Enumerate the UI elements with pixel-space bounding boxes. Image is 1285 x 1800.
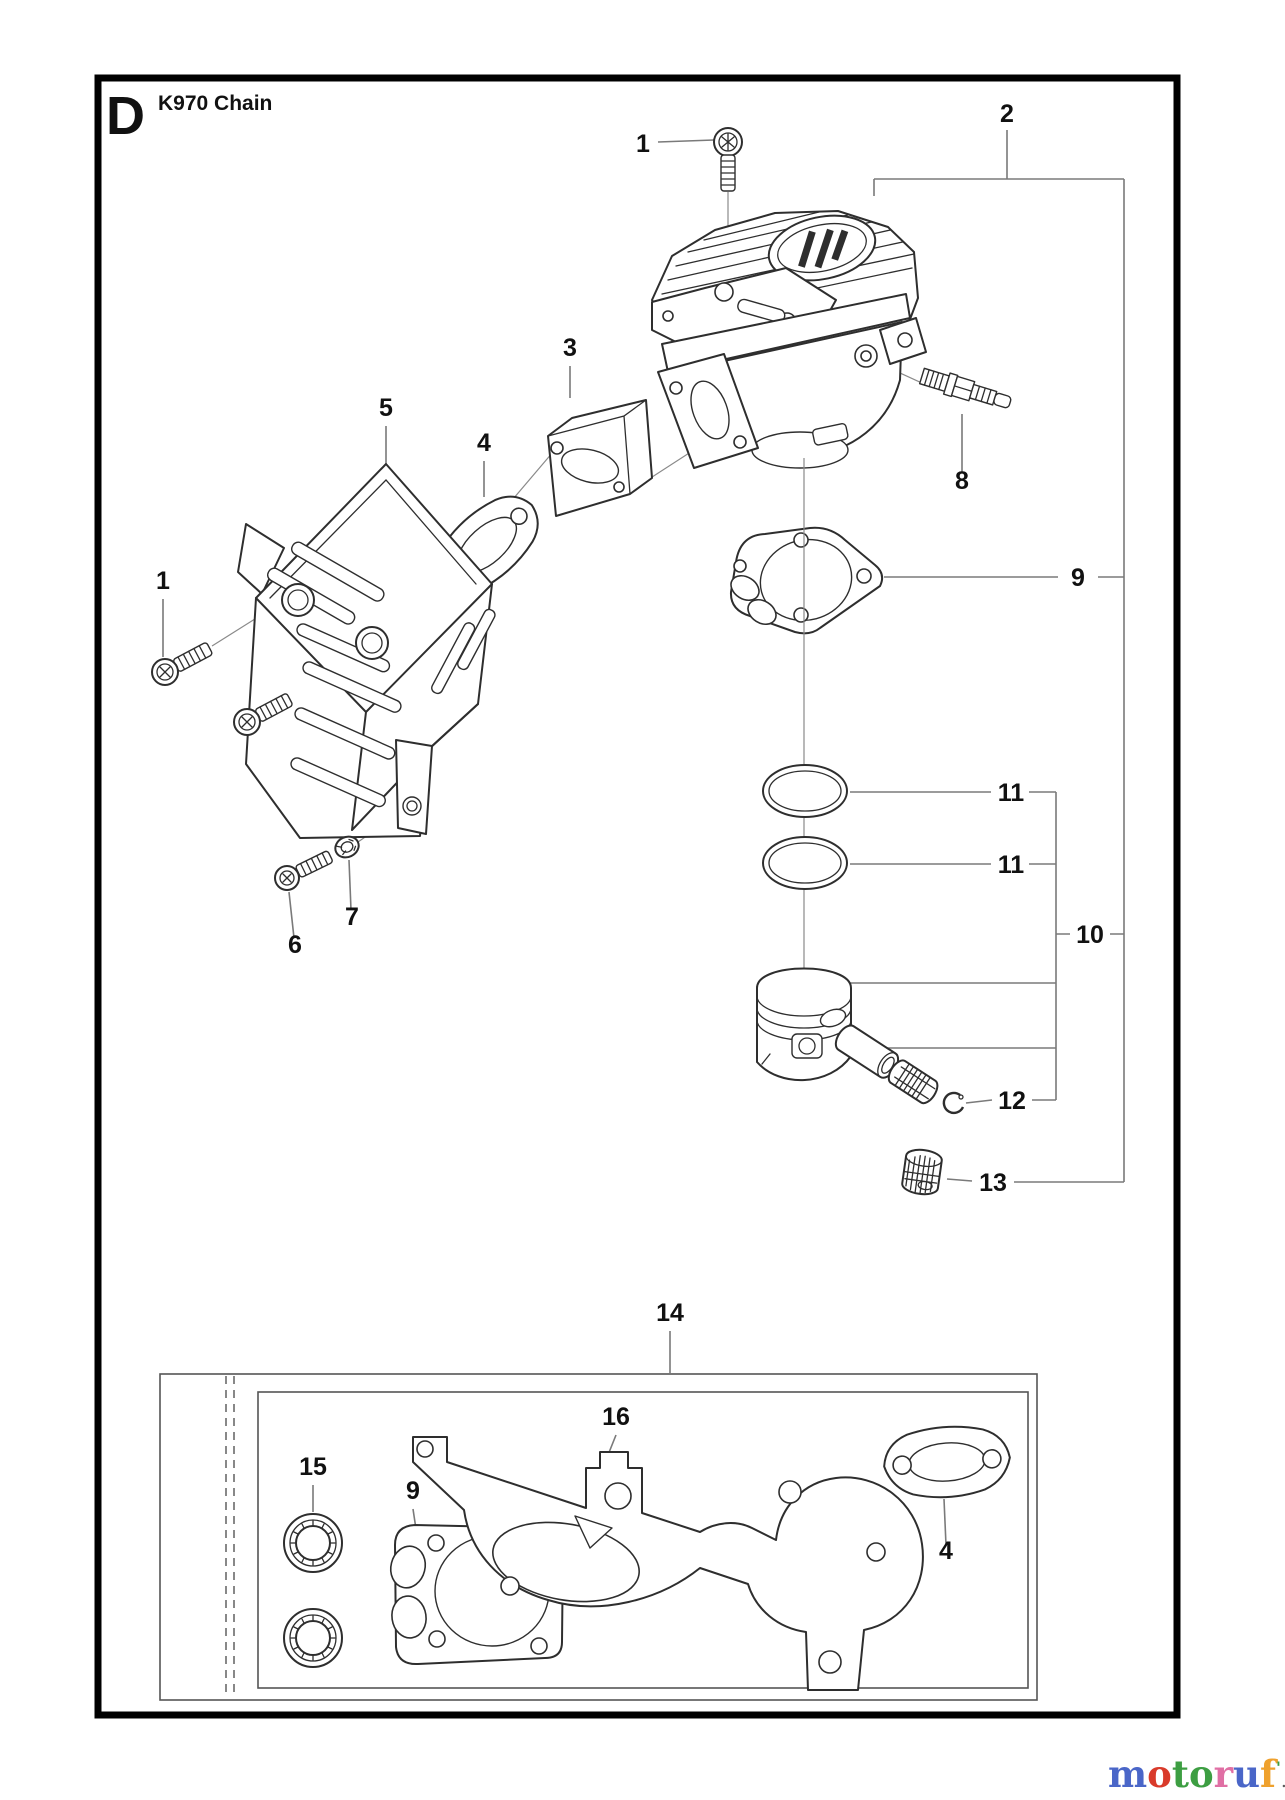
part-label-7: 7 <box>345 903 359 931</box>
kit-crankcase-gasket-drawing <box>412 1436 924 1691</box>
part-label-4: 4 <box>477 429 491 457</box>
part-label-13: 13 <box>979 1169 1007 1197</box>
piston-drawing <box>756 967 852 1081</box>
part-label-11-lower: 11 <box>998 851 1025 879</box>
part-label-6: 6 <box>288 931 302 959</box>
part-label-8: 8 <box>955 467 969 495</box>
brand-emblem <box>767 214 877 282</box>
watermark-letter: f <box>1260 1752 1276 1796</box>
cylinder-drawing <box>651 210 927 469</box>
part-label-11-upper: 11 <box>998 779 1025 807</box>
part-label-10: 10 <box>1076 921 1104 949</box>
page-title: K970 Chain <box>158 92 272 115</box>
needle-bearing-drawing <box>901 1148 943 1196</box>
bracket-screw-drawing <box>274 850 333 891</box>
seals-drawing <box>283 1513 343 1668</box>
part-label-1-muffler: 1 <box>156 567 170 595</box>
part-label-9: 9 <box>1071 564 1085 592</box>
watermark-letter: u <box>1233 1752 1261 1796</box>
part-label-5: 5 <box>379 394 393 422</box>
muffler-screws-drawing <box>151 642 360 891</box>
watermark-logo: motoruf'.de <box>1108 1752 1285 1796</box>
watermark-letter: o <box>1188 1752 1214 1796</box>
part-label-2: 2 <box>1000 100 1014 128</box>
watermark-letter: o <box>1147 1752 1172 1796</box>
watermark-tick: ' <box>1275 1758 1281 1777</box>
watermark-letter: m <box>1108 1752 1148 1796</box>
part-label-3: 3 <box>563 334 577 362</box>
gasket-kit-box <box>159 1373 1038 1701</box>
cylinder-screw-drawing <box>713 127 743 192</box>
watermark-suffix: .de <box>1281 1770 1285 1792</box>
part-label-1-top: 1 <box>636 130 650 158</box>
washer-drawing <box>334 835 360 859</box>
muffler-plate-drawing <box>547 399 653 517</box>
muffler-drawing <box>237 463 496 839</box>
part-labels: 1 2 3 5 4 1 8 9 6 7 11 11 10 12 13 14 15… <box>156 100 1104 1565</box>
piston-rings-drawing <box>762 764 848 890</box>
part-label-9-kit: 9 <box>406 1477 420 1505</box>
watermark-letter: r <box>1213 1752 1234 1796</box>
watermark-letter: t <box>1171 1752 1189 1796</box>
kit-exhaust-gasket-drawing <box>883 1425 1011 1499</box>
page-border <box>94 74 1181 1719</box>
pin-bearing-drawing <box>887 1059 939 1105</box>
cylinder-gasket-drawing <box>729 526 884 635</box>
part-label-14: 14 <box>656 1299 684 1327</box>
decompression-valve-drawing <box>918 367 1012 409</box>
part-label-16: 16 <box>602 1403 630 1431</box>
part-label-15: 15 <box>299 1453 327 1481</box>
circlip-drawing <box>942 1091 965 1115</box>
part-label-12: 12 <box>998 1087 1026 1115</box>
part-label-4-kit: 4 <box>939 1537 953 1565</box>
section-letter: D <box>106 86 145 146</box>
